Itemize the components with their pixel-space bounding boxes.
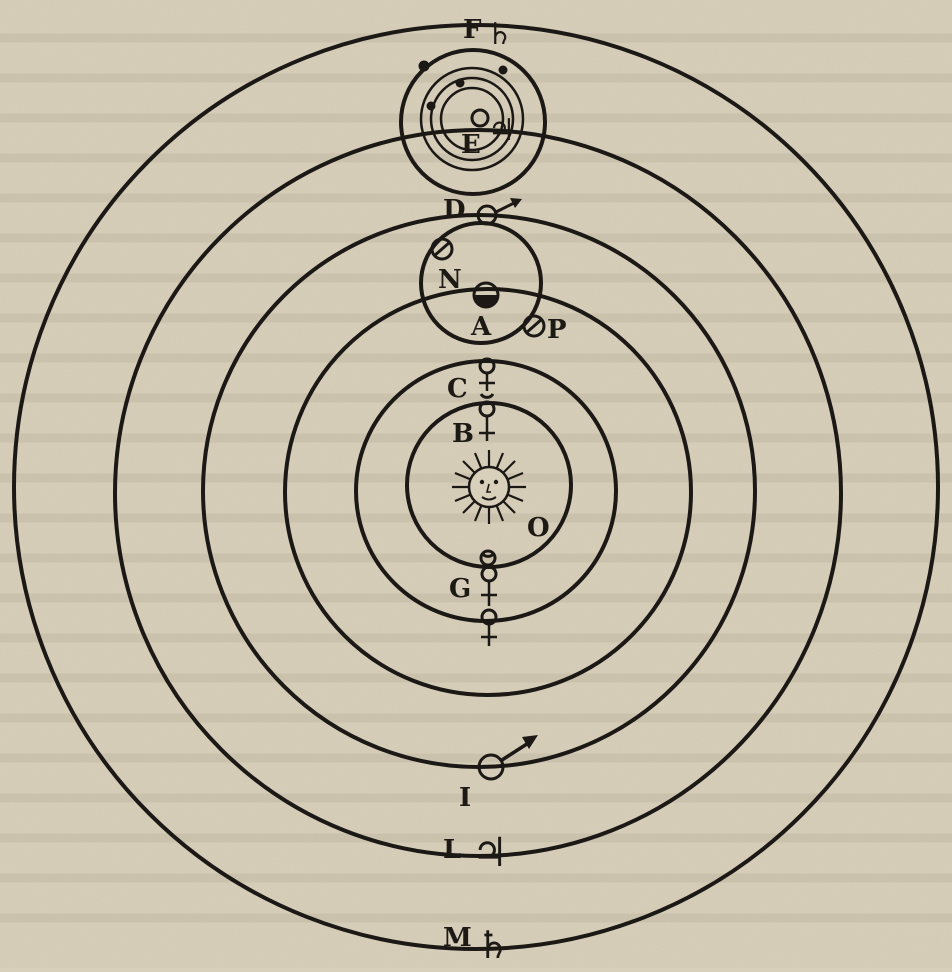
label-c: C: [447, 374, 468, 404]
label-m: M: [443, 923, 472, 953]
label-l: L: [443, 835, 461, 865]
jupiter-moon-dot: [456, 79, 464, 87]
jupiter-moon-dot: [427, 102, 435, 110]
jupiter-symbol-top: ♃: [488, 113, 515, 148]
label-o: O: [527, 513, 550, 543]
label-a: A: [470, 312, 492, 342]
label-f: F: [463, 15, 482, 45]
label-e: E: [461, 130, 481, 160]
label-d: D: [443, 195, 466, 225]
jupiter-symbol-l: ♃: [472, 829, 508, 876]
saturn-symbol-m: ♄: [476, 922, 510, 967]
label-g: G: [449, 574, 471, 604]
label-n: N: [438, 265, 462, 295]
label-i: I: [459, 783, 471, 813]
label-p: P: [547, 315, 567, 345]
label-b: B: [452, 419, 474, 449]
jupiter-moon-dot: [499, 66, 507, 74]
saturn-symbol-top: ♄: [486, 17, 513, 52]
sun-icon: [452, 450, 526, 524]
jupiter-moon-dot: [419, 61, 429, 71]
